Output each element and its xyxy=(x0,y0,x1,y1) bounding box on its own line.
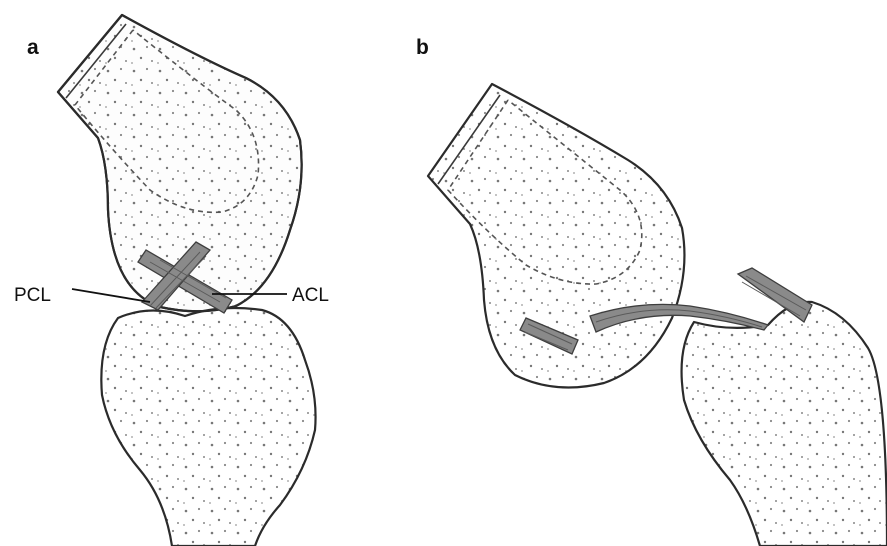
ligament-segment-tibial xyxy=(738,268,812,322)
pcl-label: PCL xyxy=(14,285,51,306)
tibia-a xyxy=(101,308,315,546)
panel-a-label: a xyxy=(27,36,39,59)
panel-a: a PCL ACL xyxy=(14,15,329,546)
femur-b xyxy=(428,84,684,388)
panel-b-label: b xyxy=(416,36,429,59)
panel-b: b xyxy=(416,36,887,546)
tibia-b xyxy=(682,302,887,546)
acl-label: ACL xyxy=(292,285,329,306)
